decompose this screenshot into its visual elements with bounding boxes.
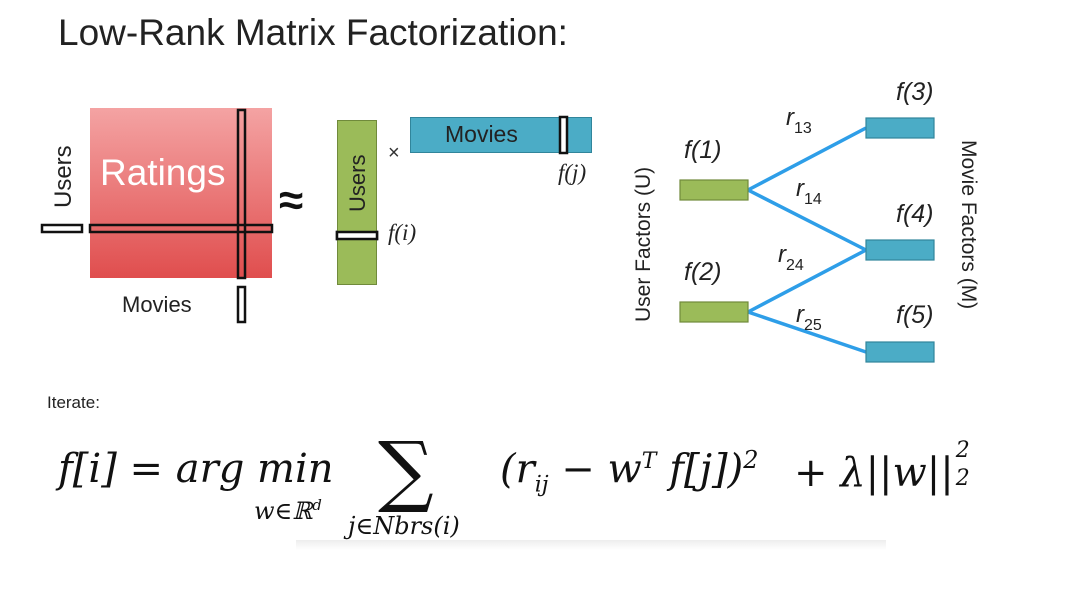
edge-1-3 (747, 126, 867, 192)
movie-node-3 (865, 117, 935, 139)
ratings-matrix (90, 108, 272, 278)
slide-title: Low-Rank Matrix Factorization: (58, 12, 568, 53)
approx-symbol: ≈ (279, 176, 304, 225)
column-vector-icon (236, 285, 247, 324)
iterate-label: Iterate: (47, 393, 100, 412)
movie-factors-label: Movie Factors (M) (957, 140, 980, 309)
ratings-column-stripe (236, 108, 247, 280)
edge-label-2-4: r24 (778, 241, 804, 274)
movie-node-5 (865, 341, 935, 363)
user-node-label-2: f(2) (684, 258, 722, 286)
ratings-label: Ratings (100, 152, 226, 193)
formula-min-sub: w∈ℝd (254, 496, 322, 525)
row-vector-label: f(i) (388, 220, 417, 245)
movie-node-label-5: f(5) (896, 301, 934, 329)
edge-label-1-4: r14 (796, 175, 822, 208)
row-vector-icon (40, 223, 84, 234)
sum-index: j∈Nbrs(i) (348, 512, 460, 540)
sum-symbol: ∑ (378, 426, 434, 516)
user-node-1 (679, 179, 749, 201)
formula-shadow (296, 540, 886, 550)
formula-term: (rij − wT f[j])2 (500, 446, 759, 498)
update-formula: f[i] = arg min w∈ℝd ∑ j∈Nbrs(i) (rij − w… (58, 426, 1058, 558)
movie-node-label-4: f(4) (896, 200, 934, 228)
movie-factor-label: Movies (445, 121, 518, 147)
movie-node-label-3: f(3) (896, 78, 934, 106)
user-factor-matrix (337, 120, 377, 285)
movies-axis-label: Movies (122, 292, 192, 317)
edge-label-1-3: r13 (786, 104, 812, 137)
edge-2-4 (747, 248, 867, 314)
ratings-row-stripe (88, 223, 274, 234)
user-node-2 (679, 301, 749, 323)
col-vector-label: f(j) (558, 160, 587, 185)
user-factors-label: User Factors (U) (632, 167, 655, 322)
user-node-label-1: f(1) (684, 136, 722, 164)
edge-2-5 (747, 310, 867, 354)
movie-node-4 (865, 239, 935, 261)
times-symbol: × (388, 142, 400, 164)
formula-lhs: f[i] = arg min (58, 446, 334, 492)
edge-1-4 (747, 188, 867, 252)
